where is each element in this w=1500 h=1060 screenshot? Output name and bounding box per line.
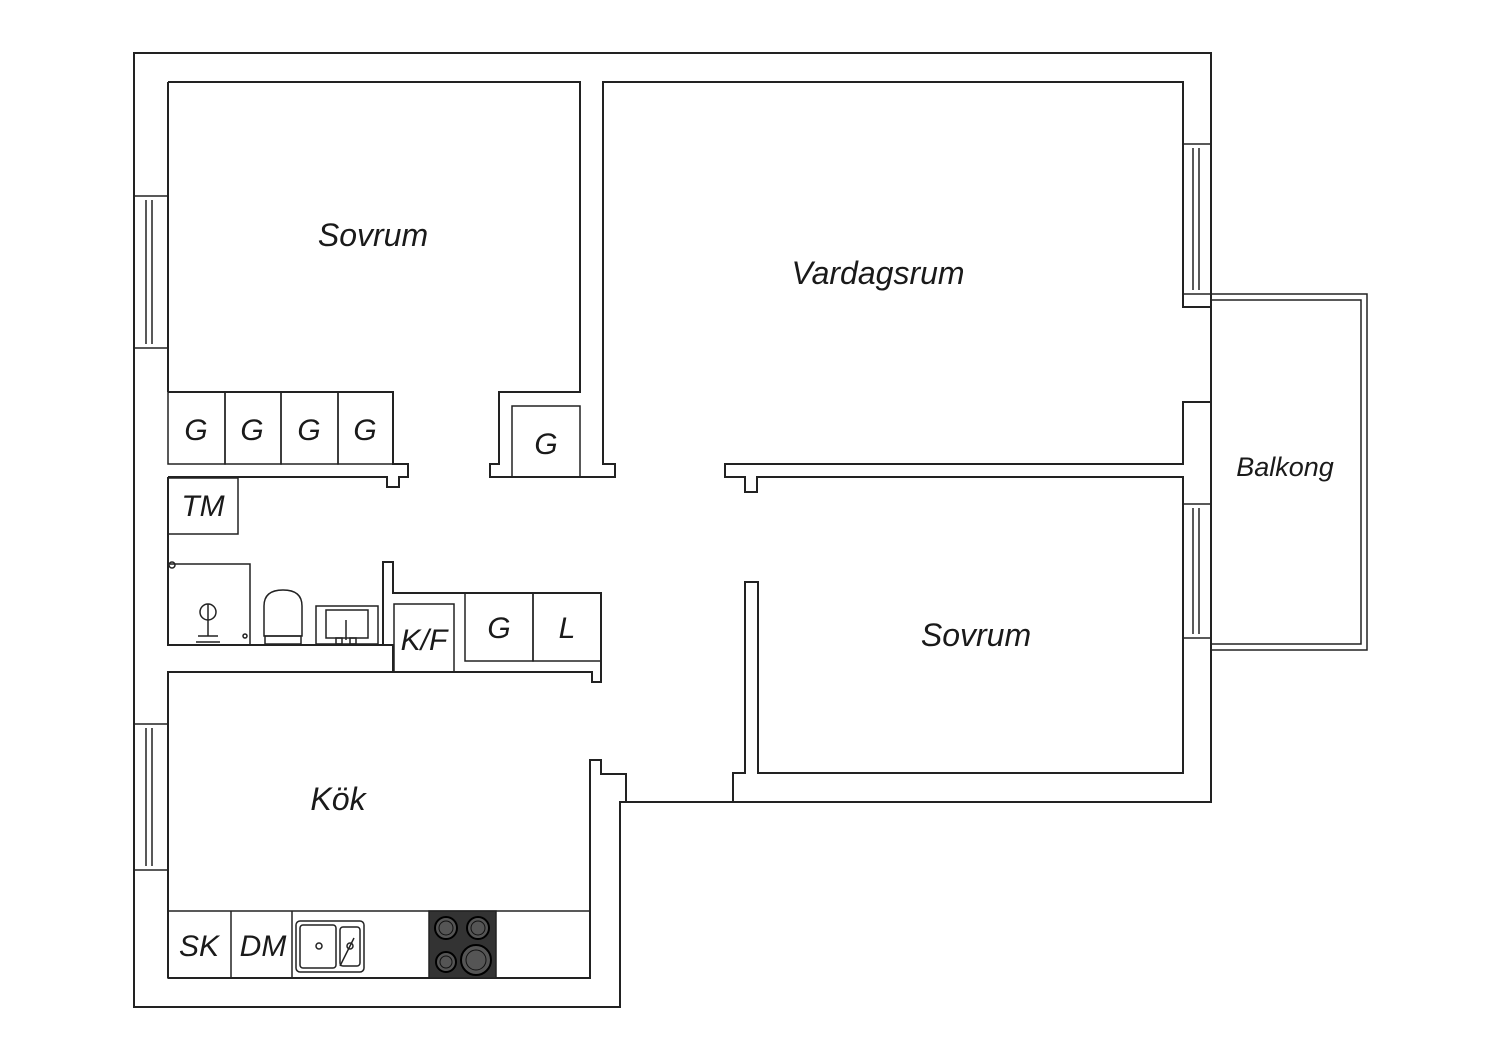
room-label-bedroom-2: Sovrum <box>921 617 1031 653</box>
balcony-outline <box>1211 293 1368 651</box>
linen-closet-label: L <box>559 612 576 645</box>
window-bedroom-1 <box>133 195 169 349</box>
window-bedroom-2 <box>1182 503 1212 639</box>
wardrobe-hall-label: G <box>534 428 557 461</box>
fridge-freezer-label: K/F <box>401 624 449 657</box>
wardrobe-label-1: G <box>184 414 207 447</box>
kitchen-counter <box>167 910 591 979</box>
stove-icon <box>428 910 497 979</box>
interior-walls <box>167 477 627 979</box>
washer-dryer-label: TM <box>181 490 224 523</box>
pantry-label: SK <box>179 930 221 963</box>
dishwasher-label: DM <box>240 930 287 963</box>
room-label-living-room: Vardagsrum <box>791 255 964 291</box>
wardrobe-label-3: G <box>297 414 320 447</box>
wardrobe-corridor-label: G <box>487 612 510 645</box>
wardrobe-label-4: G <box>353 414 376 447</box>
sink-icon <box>295 920 365 973</box>
room-label-bedroom-1: Sovrum <box>318 217 428 253</box>
window-living-room <box>1182 143 1212 295</box>
toilet-icon <box>263 589 303 645</box>
window-kitchen <box>133 723 169 871</box>
linen-closet <box>532 592 602 662</box>
shower-icon <box>168 561 251 645</box>
exterior-walls <box>133 52 1212 1008</box>
wardrobes-bedroom-1 <box>167 391 394 465</box>
wardrobe-hall <box>511 405 581 478</box>
fridge-freezer <box>393 603 455 673</box>
room-label-balcony: Balkong <box>1236 452 1334 482</box>
windows <box>133 143 1212 871</box>
washer-dryer <box>167 477 239 535</box>
washbasin-icon <box>315 605 379 645</box>
wardrobe-label-2: G <box>240 414 263 447</box>
room-label-kitchen: Kök <box>310 781 367 817</box>
